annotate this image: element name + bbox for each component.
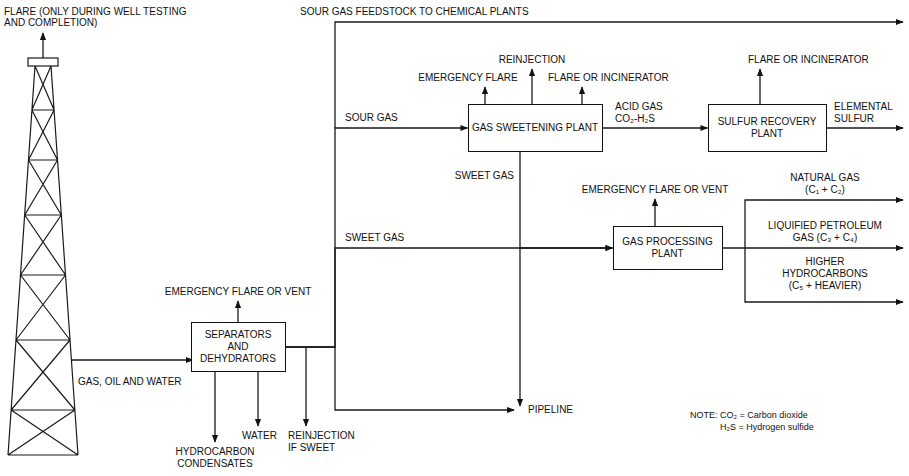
flow-connector <box>286 128 468 347</box>
box-label: SULFUR RECOVERY PLANT <box>712 116 823 140</box>
sulfur-output-arrow <box>824 127 903 128</box>
product-arrow <box>720 247 903 248</box>
outlet-label: EMERGENCY FLARE OR VENT <box>153 286 323 298</box>
incinerator-arrow <box>759 69 760 104</box>
flow-label: SWEET GAS <box>345 232 404 244</box>
condensate-arrow <box>214 372 215 442</box>
pipeline-line <box>519 248 520 406</box>
product-label: HIGHER HYDROCARBONS (C₅ + HEAVIER) <box>775 256 875 292</box>
box-label: GAS PROCESSING PLANT <box>617 236 719 260</box>
outlet-label: EMERGENCY FLARE OR VENT <box>575 184 735 196</box>
product-label: WATER <box>242 430 277 442</box>
box-label: GAS SWEETENING PLANT <box>472 122 598 134</box>
stream-label: SWEET GAS <box>440 170 514 182</box>
pipeline-line <box>335 347 514 410</box>
derrick-crown <box>28 58 58 66</box>
stream-label: GAS, OIL AND WATER <box>78 376 182 388</box>
flow-connector <box>520 152 613 248</box>
flow-label: ACID GAS CO₂-H₂S <box>615 101 685 125</box>
flow-connector <box>603 127 708 128</box>
process-box: SEPARATORS AND DEHYDRATORS <box>191 322 286 372</box>
flare-arrow <box>42 33 43 58</box>
product-arrow <box>745 200 903 248</box>
reinjection-arrow <box>305 347 306 426</box>
flare-note: FLARE (ONLY DURING WELL TESTING AND COMP… <box>4 6 209 28</box>
outlet-label: REINJECTION <box>492 54 572 66</box>
note-text: H₂S = Hydrogen sulfide <box>720 422 814 433</box>
derrick-illustration <box>8 66 78 455</box>
process-box: SULFUR RECOVERY PLANT <box>708 104 827 152</box>
note-text: NOTE: CO₂ = Carbon dioxide <box>690 410 808 421</box>
product-label: ELEMENTAL SULFUR <box>834 101 902 125</box>
outlet-label: FLARE OR INCINERATOR <box>548 72 669 84</box>
flare-arrow <box>237 301 238 322</box>
outlet-label: FLARE OR INCINERATOR <box>748 54 869 66</box>
product-label: HYDROCARBON CONDENSATES <box>165 446 265 470</box>
flow-label: SOUR GAS <box>345 112 398 124</box>
product-arrow <box>745 248 903 302</box>
flow-connector <box>286 248 613 347</box>
outlet-label: EMERGENCY FLARE <box>410 72 526 84</box>
destination-label: PIPELINE <box>528 404 573 416</box>
flare-arrow <box>654 199 655 226</box>
incinerator-arrow <box>581 87 582 104</box>
product-label: NATURAL GAS (C₁ + C₂) <box>785 172 865 196</box>
reinjection-arrow <box>531 69 532 104</box>
stream-label: SOUR GAS FEEDSTOCK TO CHEMICAL PLANTS <box>300 6 529 18</box>
well-flow-arrow <box>71 359 193 360</box>
process-box: GAS SWEETENING PLANT <box>468 104 603 152</box>
flare-arrow <box>484 87 485 104</box>
outlet-label: REINJECTION IF SWEET <box>288 430 364 454</box>
product-label: LIQUIFIED PETROLEUM GAS (C₃ + C₄) <box>760 220 890 244</box>
process-box: GAS PROCESSING PLANT <box>613 226 723 270</box>
water-arrow <box>257 372 258 426</box>
box-label: SEPARATORS AND DEHYDRATORS <box>195 329 282 365</box>
